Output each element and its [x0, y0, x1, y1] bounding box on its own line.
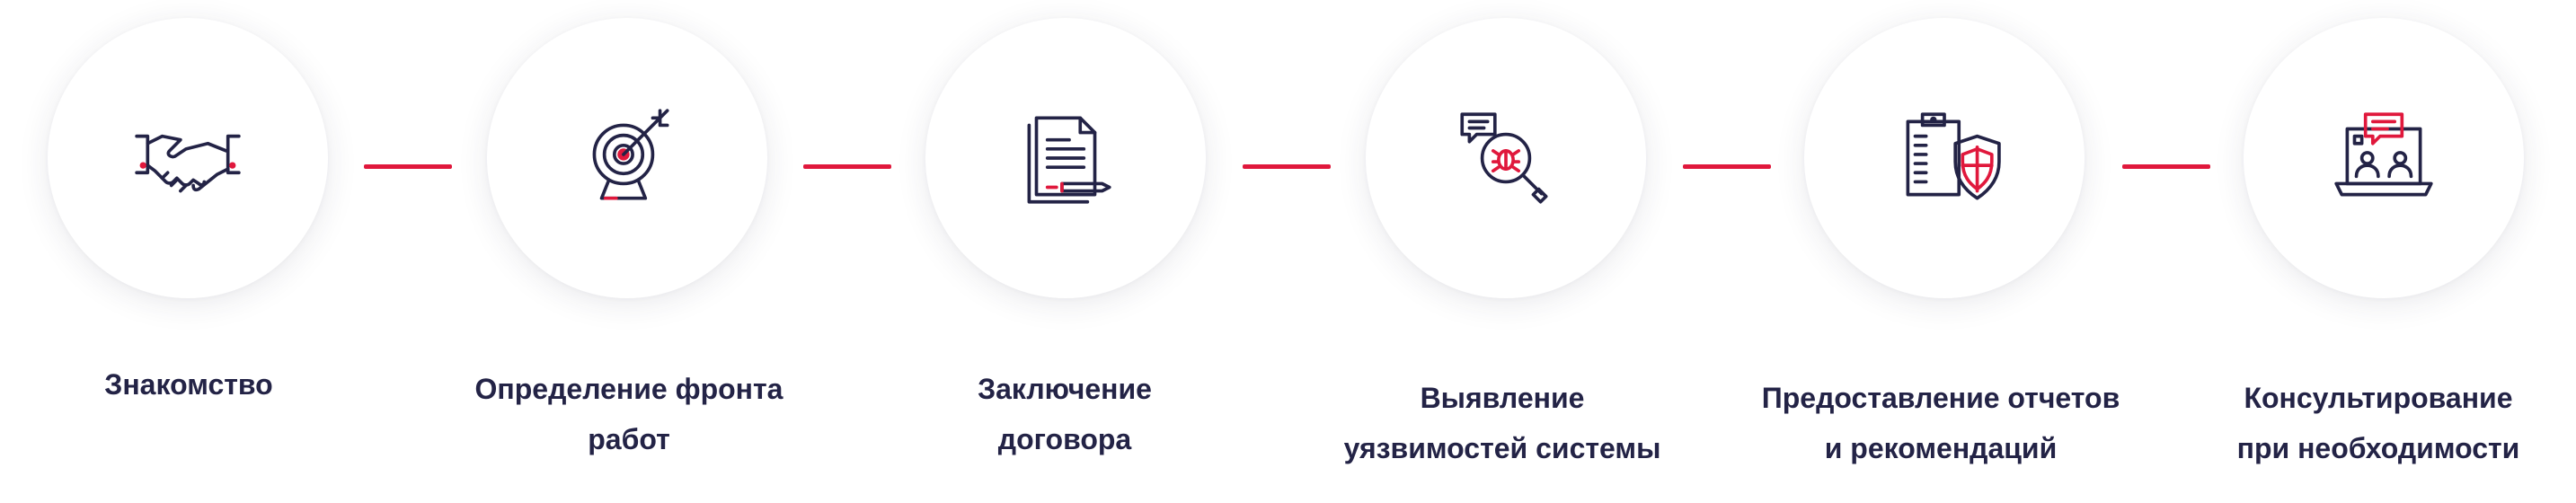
target-icon — [592, 109, 669, 200]
step-label-line2: уязвимостей системы — [1343, 432, 1661, 464]
contract-icon — [1027, 116, 1111, 204]
step-circle — [1366, 18, 1646, 298]
step-circle — [925, 18, 1206, 298]
step-label: Знакомство — [0, 359, 377, 410]
consulting-laptop-icon — [2334, 112, 2433, 197]
step-label-line2: при необходимости — [2236, 432, 2520, 464]
step-circle — [1804, 18, 2085, 298]
step-label: Выявление уязвимостей системы — [1314, 373, 1691, 473]
step-label-line2: договора — [997, 423, 1132, 455]
step-label-line1: Определение фронта — [474, 373, 783, 405]
connector-line — [2122, 164, 2210, 169]
step-label-line1: Предоставление отчетов — [1761, 382, 2120, 414]
step-label: Заключение договора — [876, 364, 1253, 464]
report-shield-icon — [1906, 112, 2001, 200]
step-label-line2: и рекомендаций — [1824, 432, 2058, 464]
step-circle — [487, 18, 767, 298]
step-label: Предоставление отчетов и рекомендаций — [1752, 373, 2129, 473]
connector-line — [803, 164, 891, 169]
step-label-line1: Заключение — [978, 373, 1152, 405]
step-label-line1: Консультирование — [2244, 382, 2513, 414]
step-circle — [48, 18, 328, 298]
step-label: Определение фронта работ — [440, 364, 818, 464]
step-label-line1: Знакомство — [104, 368, 273, 401]
connector-line — [364, 164, 452, 169]
connector-line — [1243, 164, 1331, 169]
connector-line — [1683, 164, 1771, 169]
step-label-line2: работ — [588, 423, 670, 455]
step-circle — [2244, 18, 2524, 298]
handshake-icon — [135, 134, 241, 193]
step-label-line1: Выявление — [1420, 382, 1585, 414]
step-label: Консультирование при необходимости — [2190, 373, 2567, 473]
bug-search-icon — [1460, 112, 1548, 204]
